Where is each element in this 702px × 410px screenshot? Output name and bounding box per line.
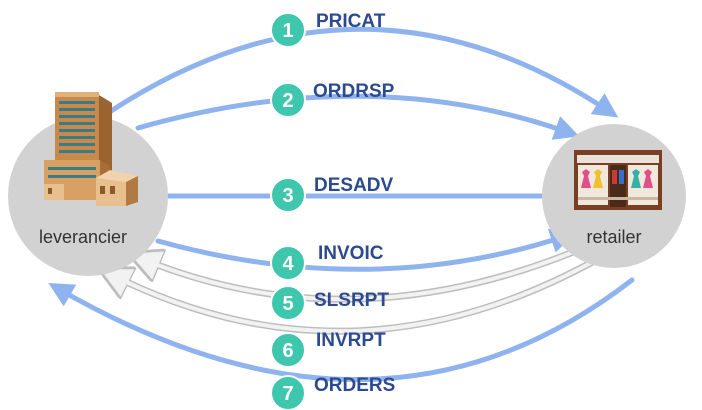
arrow-1-pricat [102, 26, 619, 118]
retailer-node: retailer [542, 124, 686, 268]
badge-6-number: 6 [282, 340, 293, 362]
message-2-label: ORDRSP [313, 81, 395, 102]
shop-storefront-icon [574, 150, 662, 210]
arrow-6-invrpt-inner [108, 258, 598, 334]
message-7: 7 ORDERS [270, 375, 395, 410]
badge-1 [270, 12, 306, 48]
message-3-label: DESADV [314, 175, 394, 196]
badge-2-number: 2 [282, 90, 293, 112]
badge-3-number: 3 [282, 185, 293, 207]
badge-3 [270, 177, 306, 213]
arrows [48, 26, 635, 382]
message-6: 6 INVRPT [270, 330, 386, 368]
office-building-icon [44, 92, 138, 206]
badge-6 [270, 332, 306, 368]
badge-7-number: 7 [282, 383, 293, 405]
message-5-label: SLSRPT [314, 290, 389, 311]
arrow-5-slsrpt-inner [138, 246, 585, 302]
badge-4 [270, 245, 306, 281]
badge-5 [270, 285, 306, 321]
message-6-label: INVRPT [316, 330, 386, 351]
retailer-label: retailer [586, 227, 641, 247]
message-3: 3 DESADV [270, 175, 394, 213]
arrow-2-ordrsp [135, 93, 580, 140]
badge-7 [270, 375, 306, 410]
arrow-4-invoic [155, 228, 576, 272]
supplier-label: leverancier [39, 227, 127, 247]
badge-2 [270, 82, 306, 118]
message-7-label: ORDERS [314, 375, 395, 396]
message-5: 5 SLSRPT [270, 285, 389, 321]
message-4: 4 INVOIC [270, 243, 384, 281]
message-1-label: PRICAT [316, 11, 386, 32]
message-1: 1 PRICAT [270, 11, 386, 48]
arrow-7-orders [48, 277, 635, 382]
message-4-label: INVOIC [318, 243, 384, 264]
badge-5-number: 5 [282, 293, 293, 315]
message-2: 2 ORDRSP [270, 81, 395, 118]
supplier-node: leverancier [8, 92, 168, 276]
badge-1-number: 1 [282, 20, 293, 42]
badge-4-number: 4 [282, 253, 294, 275]
